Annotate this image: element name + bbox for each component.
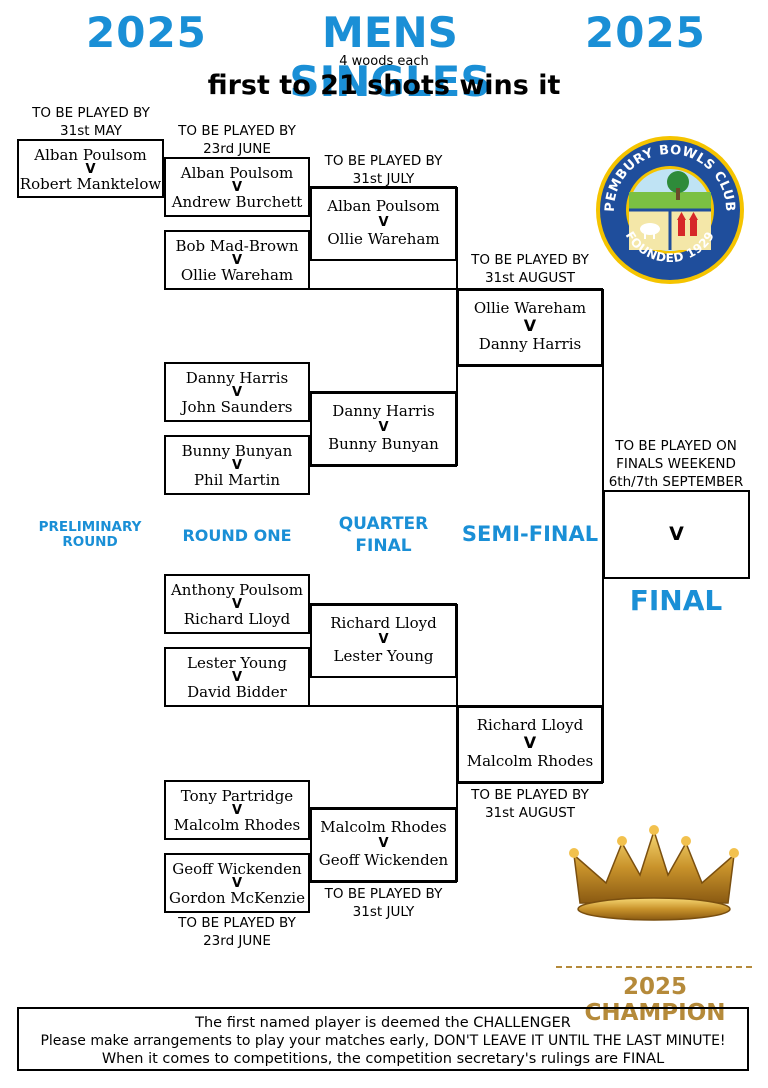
title-year-left: 2025 [86,8,207,57]
label-round-one: ROUND ONE [182,526,292,545]
footer-notice: The first named player is deemed the CHA… [17,1007,749,1071]
player-1: Ollie Wareham [473,299,587,317]
player-2: Richard Lloyd [183,610,291,628]
vs-label: V [231,670,243,685]
player-1: Lester Young [187,654,287,672]
schedule-qf-top: TO BE PLAYED BY 31st JULY [324,153,443,187]
vs-label: V [378,420,389,435]
player-2: Andrew Burchett [171,193,303,211]
player-2: David Bidder [187,683,287,701]
player-2: Phil Martin [193,471,281,489]
match-sf-1: Ollie Wareham V Danny Harris [457,289,603,366]
match-qf-4: Malcolm Rhodes V Geoff Wickenden [310,808,457,882]
player-1: Alban Poulsom [180,164,294,182]
player-1: Bunny Bunyan [181,442,293,460]
schedule-sf-top: TO BE PLAYED BY 31st AUGUST [471,252,589,286]
schedule-sf-bottom: TO BE PLAYED BY 31st AUGUST [471,787,589,821]
match-sf-2: Richard Lloyd V Malcolm Rhodes [457,706,603,783]
vs-label: V [523,316,537,335]
vs-label: V [378,632,389,647]
champion-label: 2025 CHAMPION [584,974,726,1026]
vs-label: V [231,597,243,612]
player-1: Richard Lloyd [330,614,437,632]
match-r1-2: Bob Mad-Brown V Ollie Wareham [164,230,310,290]
player-2: Ollie Wareham [327,230,440,248]
subtitle: 4 woods each [339,54,429,69]
label-quarter-final: QUARTER FINAL [338,514,429,556]
schedule-r1-bottom: TO BE PLAYED BY 23rd JUNE [178,915,296,949]
player-2: Ollie Wareham [180,266,294,284]
player-2: Malcolm Rhodes [466,752,594,770]
player-1: Richard Lloyd [476,716,584,734]
label-final: FINAL [629,584,723,617]
vs-label: V [231,253,243,268]
match-r1-7: Tony Partridge V Malcolm Rhodes [164,780,310,840]
schedule-prelim: TO BE PLAYED BY 31st MAY [32,105,150,139]
player-1: Danny Harris [185,369,289,387]
match-qf-3: Richard Lloyd V Lester Young [310,604,457,678]
player-1: Bob Mad-Brown [175,237,299,255]
player-2: Lester Young [333,647,434,665]
vs-label: V [378,836,389,851]
vs-label: V [231,876,243,891]
crown-icon [569,825,739,921]
footer-line-3: When it comes to competitions, the compe… [101,1051,665,1067]
player-2: Bunny Bunyan [328,435,439,453]
footer-line-1: The first named player is deemed the CHA… [195,1015,571,1031]
club-logo: PEMBURY BOWLS CLUB FOUNDED 1929 [596,136,744,284]
title-year-right: 2025 [585,8,706,57]
vs-label: V [378,215,389,230]
schedule-r1-top: TO BE PLAYED BY 23rd JUNE [178,123,296,157]
vs-label: V [231,458,243,473]
rule-text: first to 21 shots wins it [207,70,561,101]
player-1: Tony Partridge [180,787,294,805]
schedule-final: TO BE PLAYED ON FINALS WEEKEND 6th/7th S… [608,438,744,490]
champion-divider [556,966,752,968]
player-2: Geoff Wickenden [318,851,449,869]
label-preliminary-round: PRELIMINARY ROUND [38,519,142,550]
match-r1-5: Anthony Poulsom V Richard Lloyd [164,574,310,634]
player-2: John Saunders [181,398,293,416]
player-2: Malcolm Rhodes [173,816,301,834]
player-2: Robert Manktelow [19,175,162,193]
vs-label: V [523,733,537,752]
player-2: Danny Harris [478,335,582,353]
match-prelim: Alban Poulsom V Robert Manktelow [17,139,164,198]
vs-label: V [231,385,243,400]
label-semi-final: SEMI-FINAL [461,522,599,546]
match-qf-2: Danny Harris V Bunny Bunyan [310,392,457,466]
match-r1-1: Alban Poulsom V Andrew Burchett [164,157,310,217]
player-1: Malcolm Rhodes [320,818,447,836]
schedule-qf-bottom: TO BE PLAYED BY 31st JULY [324,886,443,920]
player-1: Geoff Wickenden [172,860,302,878]
player-2: Gordon McKenzie [169,889,305,907]
title-main: MENS SINGLES [289,8,491,106]
vs-label: V [231,180,243,195]
match-r1-3: Danny Harris V John Saunders [164,362,310,422]
player-1: Anthony Poulsom [170,581,304,599]
match-qf-1: Alban Poulsom V Ollie Wareham [310,187,457,261]
match-r1-8: Geoff Wickenden V Gordon McKenzie [164,853,310,913]
vs-label: V [669,523,684,545]
vs-label: V [231,803,243,818]
player-1: Danny Harris [332,402,435,420]
vs-label: V [85,162,96,177]
player-1: Alban Poulsom [34,146,147,164]
match-final: V [603,490,750,579]
match-r1-4: Bunny Bunyan V Phil Martin [164,435,310,495]
player-1: Alban Poulsom [327,197,440,215]
page-title: 2025 MENS SINGLES 2025 [0,8,768,106]
match-r1-6: Lester Young V David Bidder [164,647,310,707]
footer-line-2: Please make arrangements to play your ma… [40,1033,726,1049]
